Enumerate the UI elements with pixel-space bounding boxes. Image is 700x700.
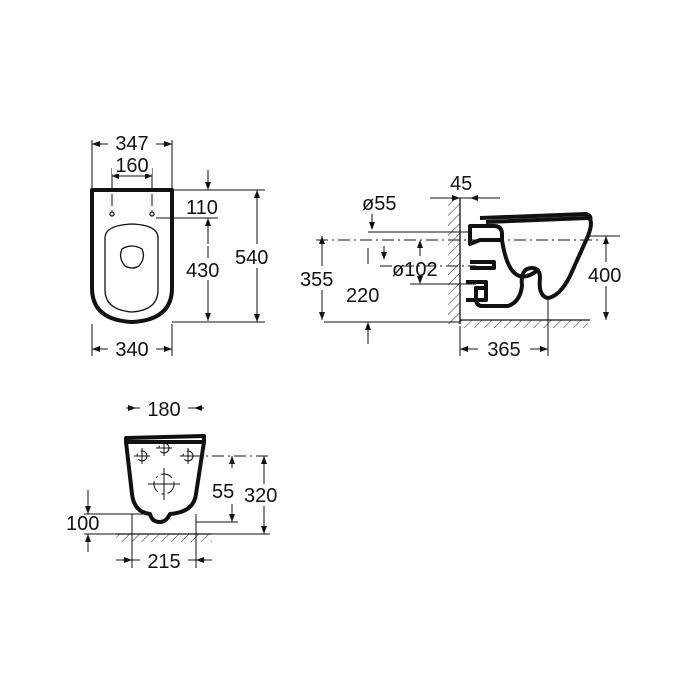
dim-bolt-to-front: 430 [186, 260, 219, 282]
dim-projection: 365 [487, 339, 520, 361]
dim-fixing-offset: 110 [186, 197, 218, 219]
dim-length-overall: 540 [235, 247, 268, 269]
wall-hatch [448, 198, 460, 324]
top-view: 347 160 110 430 540 [90, 130, 280, 361]
dim-fixing-spacing: 160 [115, 155, 148, 177]
seat-cover [479, 212, 593, 221]
dim-outlet-height: 220 [346, 285, 379, 307]
floor-hatch-rear [116, 534, 212, 542]
bowl-inner [500, 239, 540, 279]
seat-inner-opening [119, 245, 145, 269]
dim-connection-height: 55 [212, 481, 234, 503]
dim-fixing-width: 180 [147, 399, 180, 421]
dim-rim-height: 400 [588, 265, 621, 287]
bowl-top-outline [90, 188, 174, 324]
outlet-lower [466, 280, 488, 302]
fixing-holes [134, 440, 196, 500]
side-view: ø55 45 355 220 ø102 [298, 173, 634, 361]
floor-hatch [460, 320, 588, 328]
dim-base-height: 100 [66, 513, 99, 535]
dim-bolt-height: 320 [244, 485, 277, 507]
dim-base-width: 215 [147, 551, 180, 573]
dim-width-overall: 347 [115, 133, 148, 155]
dim-rear-width: 340 [115, 339, 148, 361]
dim-inlet-depth: 45 [450, 173, 472, 195]
dim-inlet-height: 355 [300, 269, 333, 291]
bowl-rear-outline [124, 440, 206, 524]
rear-view: 180 55 320 100 215 [66, 398, 290, 573]
seat-opening [104, 223, 159, 313]
bowl-side-profile [468, 224, 504, 246]
dim-outlet-pipe-diameter: ø102 [392, 259, 438, 281]
outlet [470, 260, 496, 270]
dim-outlet-diameter: ø55 [362, 193, 396, 215]
